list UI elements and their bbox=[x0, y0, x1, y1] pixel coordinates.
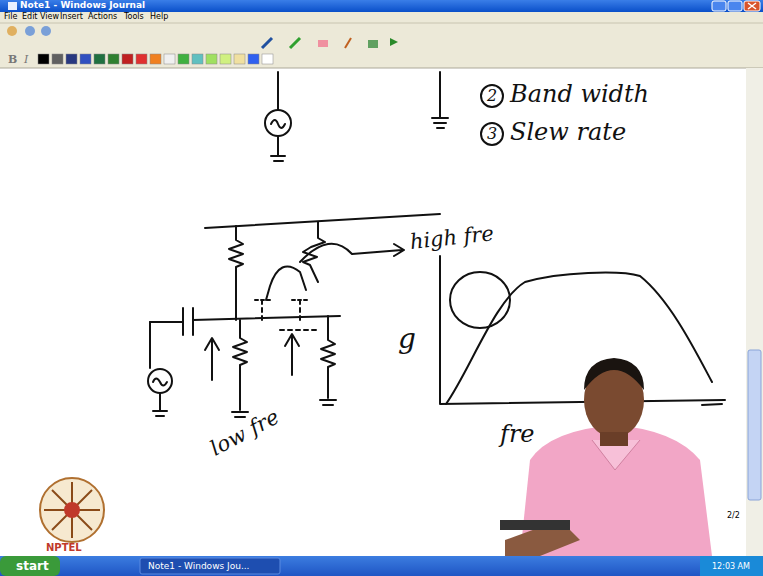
taskbar-item: Note1 - Windows Jou... bbox=[148, 562, 249, 571]
menu-item: Insert bbox=[60, 13, 83, 21]
callout-number: 2 bbox=[487, 88, 497, 104]
handwritten-note: low fre bbox=[207, 406, 282, 459]
menu-item: Edit bbox=[22, 13, 38, 21]
menu-item: Tools bbox=[124, 13, 144, 21]
menu-item: Actions bbox=[88, 13, 117, 21]
window-title: Note1 - Windows Journal bbox=[20, 1, 145, 10]
clock: 12:03 AM bbox=[712, 563, 750, 571]
handwritten-note: high fre bbox=[409, 223, 495, 253]
handwritten-note: Slew rate bbox=[510, 120, 626, 144]
menu-item: Help bbox=[150, 13, 168, 21]
svg-text:B: B bbox=[8, 53, 17, 66]
logo-text: NPTEL bbox=[46, 543, 82, 553]
start-button: start bbox=[16, 560, 49, 572]
menu-item: View bbox=[40, 13, 59, 21]
callout-number: 3 bbox=[487, 126, 497, 142]
handwritten-note: Band width bbox=[510, 82, 649, 106]
page-number: 2/2 bbox=[727, 512, 740, 520]
menu-item: File bbox=[4, 13, 17, 21]
axis-label: g bbox=[398, 325, 416, 353]
svg-text:I: I bbox=[23, 53, 29, 66]
axis-label: fre bbox=[500, 422, 535, 446]
